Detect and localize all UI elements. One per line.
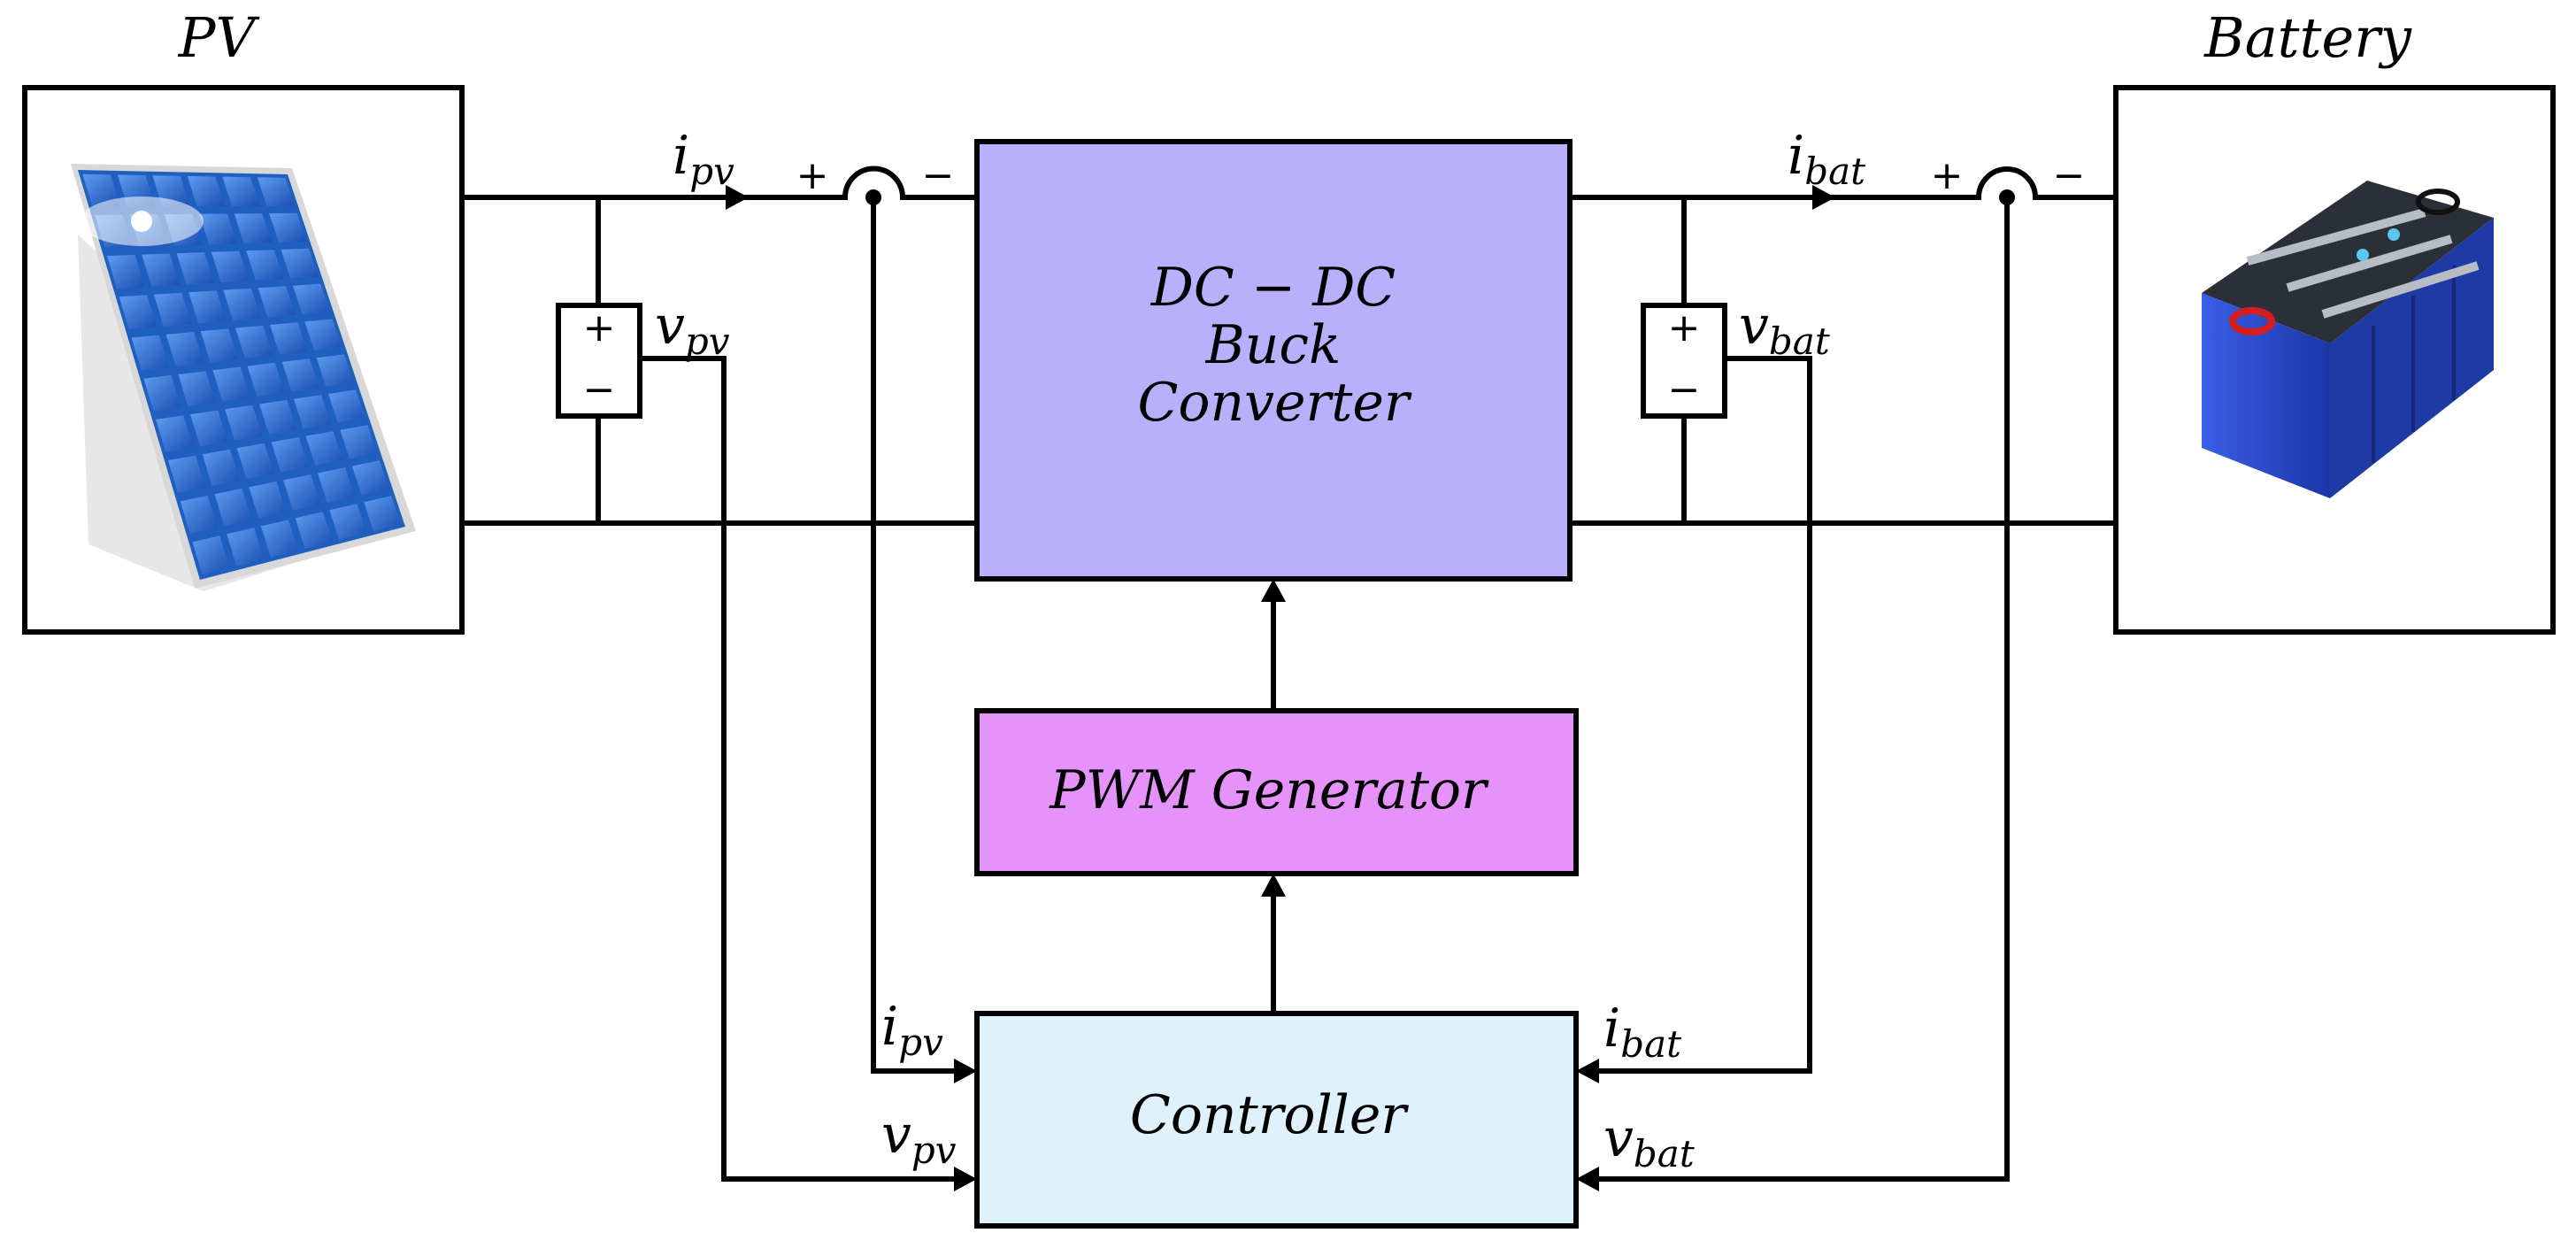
solar-cell (318, 467, 355, 503)
solar-cell (178, 371, 216, 407)
pv-ammeter-plus: + (796, 153, 829, 198)
battery-side-wiring (1567, 166, 2118, 1182)
pv-side-wiring (459, 166, 980, 1182)
solar-cell (212, 366, 250, 402)
solar-cell (235, 325, 273, 358)
solar-cell (281, 358, 319, 392)
controller-to-pwm-arrow (1261, 874, 1286, 897)
pv-title: PV (178, 5, 261, 70)
vbat-label-meter: vbat (1739, 295, 1830, 363)
bat-voltmeter-minus: − (1668, 367, 1701, 412)
ibat-label-top: ibat (1788, 125, 1865, 193)
battery-title: Battery (2203, 5, 2412, 70)
solar-cell (258, 286, 296, 318)
ipv-label-controller: ipv (881, 996, 943, 1064)
solar-cell (119, 295, 158, 330)
solar-cell (247, 362, 285, 397)
vbat-label-controller: vbat (1603, 1107, 1695, 1175)
controller-box (974, 1011, 1579, 1229)
solar-cell (214, 488, 252, 527)
solar-cell (260, 520, 298, 558)
vbat-input-arrow (1576, 1167, 1599, 1191)
solar-cell (165, 332, 204, 366)
ibat-input-arrow (1576, 1059, 1599, 1083)
solar-cell (234, 213, 272, 243)
solar-cell (106, 254, 145, 289)
solar-cell (316, 354, 354, 387)
solar-cell (82, 173, 120, 207)
ipv-flow-arrow (726, 185, 749, 210)
converter-label-line2: Buck (1205, 314, 1342, 376)
controller-label: Controller (1130, 1084, 1409, 1146)
solar-cell (340, 425, 378, 459)
solar-cell (281, 248, 319, 279)
converter-label-line1: DC − DC (1150, 257, 1396, 319)
bat-ammeter-minus: − (2053, 153, 2086, 198)
solar-cell (211, 250, 250, 283)
solar-cell (167, 455, 205, 493)
solar-cell (153, 292, 192, 327)
vpv-input-arrow (954, 1167, 977, 1191)
solar-cell (283, 474, 320, 511)
solar-cell (292, 283, 330, 315)
solar-cell (142, 253, 180, 287)
pv-ammeter-minus: − (922, 153, 955, 198)
buck-converter-box (974, 139, 1573, 582)
arrowheads (726, 185, 1835, 1191)
solar-cell (227, 528, 265, 566)
solar-cell (202, 449, 240, 487)
solar-cell (131, 335, 169, 371)
solar-cell (271, 437, 309, 473)
solar-cell (269, 212, 307, 243)
ibat-flow-arrow (1812, 185, 1835, 210)
solar-cell (187, 175, 226, 207)
solar-cell (223, 288, 261, 321)
solar-cell (222, 176, 260, 207)
battery-box (2113, 85, 2556, 635)
solar-panel-icon (71, 164, 416, 591)
solar-cell (249, 482, 287, 519)
solar-cell (364, 496, 401, 531)
solar-cell (328, 389, 365, 423)
pv-voltmeter-minus: − (583, 367, 616, 412)
solar-cell (225, 405, 263, 441)
solar-cell (180, 495, 218, 535)
pwm-generator-label: PWM Generator (1049, 759, 1489, 821)
vpv-label-meter: vpv (655, 295, 730, 363)
bat-voltmeter-plus: + (1668, 305, 1701, 351)
solar-cell (259, 399, 296, 435)
bat-ammeter-plus: + (1931, 153, 1964, 198)
ipv-label-top: ipv (673, 125, 734, 193)
solar-cell (236, 443, 274, 480)
solar-cell (329, 504, 367, 540)
solar-cell (143, 374, 181, 412)
pv-box (22, 85, 465, 635)
pwm-to-converter-arrow (1261, 579, 1286, 602)
solar-cell (294, 395, 331, 429)
solar-cell (246, 250, 284, 281)
pv-voltmeter-plus: + (583, 305, 616, 351)
solar-cell (257, 177, 295, 206)
solar-cell (176, 252, 214, 285)
vpv-label-controller: vpv (881, 1104, 957, 1172)
solar-cell (199, 213, 237, 245)
solar-cell (270, 322, 308, 355)
ipv-input-arrow (954, 1059, 977, 1083)
solar-cell (188, 290, 227, 324)
solar-cell (304, 319, 342, 351)
solar-cell (305, 431, 343, 466)
solar-cell (190, 410, 228, 447)
solar-cell (351, 460, 389, 496)
solar-cell (295, 512, 333, 549)
solar-cell (156, 415, 194, 452)
solar-cell (192, 536, 230, 575)
battery-pack-icon (2202, 181, 2494, 498)
ibat-label-controller: ibat (1603, 998, 1681, 1066)
pwm-generator-box (974, 708, 1579, 876)
converter-label-line3: Converter (1137, 372, 1411, 434)
solar-cell (200, 328, 238, 363)
